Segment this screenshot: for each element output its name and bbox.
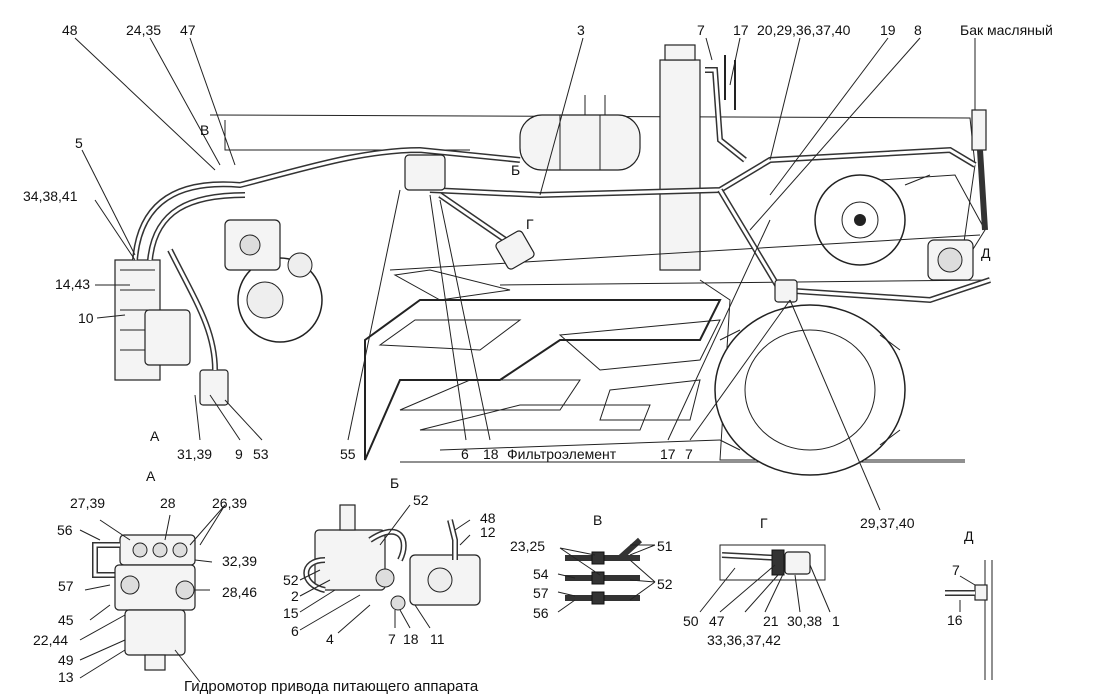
label-19: 19 (880, 22, 896, 38)
label-9: 9 (235, 446, 243, 462)
v-label-52: 52 (657, 576, 673, 592)
label-a-ref: А (150, 428, 160, 444)
b-label-48: 48 (480, 510, 496, 526)
label-24-35: 24,35 (126, 22, 162, 38)
b-label-15: 15 (283, 605, 299, 621)
b-label-11: 11 (430, 631, 445, 647)
v-label-23-25: 23,25 (510, 538, 546, 554)
left-drive-unit (114, 219, 323, 406)
a-label-27-39: 27,39 (70, 495, 106, 511)
d-label-7: 7 (952, 562, 960, 578)
label-b-ref: Б (511, 162, 521, 178)
b-label-12: 12 (480, 524, 496, 540)
label-7-top: 7 (697, 22, 705, 38)
label-53: 53 (253, 446, 269, 462)
label-5: 5 (75, 135, 83, 151)
label-20-list: 20,29,36,37,40 (757, 22, 851, 38)
caption-leader (174, 649, 201, 683)
label-v-ref: В (200, 122, 210, 138)
a-label-32-39: 32,39 (222, 553, 258, 569)
v-label-51: 51 (657, 538, 673, 554)
label-29-list: 29,37,40 (860, 515, 915, 531)
wheel (714, 304, 906, 476)
b-label-7: 7 (388, 631, 396, 647)
hose-bundle (132, 67, 991, 371)
label-17-top: 17 (733, 22, 749, 38)
caption-hydromotor: Гидромотор привода питающего аппарата (184, 678, 479, 695)
b-label-18: 18 (403, 631, 419, 647)
a-label-56: 56 (57, 522, 73, 538)
a-label-45: 45 (58, 612, 74, 628)
label-6: 6 (461, 446, 469, 462)
g-label-1: 1 (832, 613, 840, 629)
a-label-22-44: 22,44 (33, 632, 69, 648)
g-label-50: 50 (683, 613, 699, 629)
g-label-33-list: 33,36,37,42 (707, 632, 781, 648)
label-oil-tank: Бак масляный (960, 22, 1053, 38)
side-panel (364, 234, 991, 461)
detail-view-a (79, 504, 226, 679)
label-48: 48 (62, 22, 78, 38)
label-47: 47 (180, 22, 196, 38)
b-label-4: 4 (326, 631, 334, 647)
g-label-21: 21 (763, 613, 779, 629)
detail-view-b (299, 504, 481, 634)
label-filter-element: Фильтроэлемент (507, 446, 617, 462)
a-label-26-39: 26,39 (212, 495, 248, 511)
label-34-list: 34,38,41 (23, 188, 78, 204)
a-label-49: 49 (58, 652, 74, 668)
view-title-b: Б (390, 475, 400, 491)
view-title-d: Д (964, 528, 974, 544)
b-label-2: 2 (291, 588, 299, 604)
label-7-bottom: 7 (685, 446, 693, 462)
label-d-ref: Д (981, 245, 991, 261)
oil-tank (519, 95, 641, 171)
v-label-57: 57 (533, 585, 549, 601)
fan-pulley (814, 174, 986, 271)
center-valve-block (404, 154, 798, 303)
b-label-52-left: 52 (283, 572, 299, 588)
g-label-30-38: 30,38 (787, 613, 823, 629)
v-label-54: 54 (533, 566, 549, 582)
label-31-39: 31,39 (177, 446, 213, 462)
vertical-tank (659, 44, 701, 271)
g-label-47: 47 (709, 613, 725, 629)
label-10: 10 (78, 310, 94, 326)
b-label-6: 6 (291, 623, 299, 639)
leader-lines (74, 37, 976, 511)
a-label-13: 13 (58, 669, 74, 685)
a-label-28-46: 28,46 (222, 584, 258, 600)
detail-view-g (699, 544, 831, 613)
view-title-v: В (593, 512, 603, 528)
label-3: 3 (577, 22, 585, 38)
detail-view-d (945, 560, 993, 680)
label-18: 18 (483, 446, 499, 462)
label-g-ref: Г (526, 216, 534, 232)
v-label-56: 56 (533, 605, 549, 621)
view-title-a: А (146, 468, 156, 484)
a-label-28: 28 (160, 495, 176, 511)
view-title-g: Г (760, 515, 768, 531)
label-55: 55 (340, 446, 356, 462)
d-label-16: 16 (947, 612, 963, 628)
label-14-43: 14,43 (55, 276, 91, 292)
b-label-52-top: 52 (413, 492, 429, 508)
label-8: 8 (914, 22, 922, 38)
detail-view-v (557, 537, 656, 613)
right-pump (927, 109, 988, 281)
label-17-bottom: 17 (660, 446, 676, 462)
a-label-57: 57 (58, 578, 74, 594)
